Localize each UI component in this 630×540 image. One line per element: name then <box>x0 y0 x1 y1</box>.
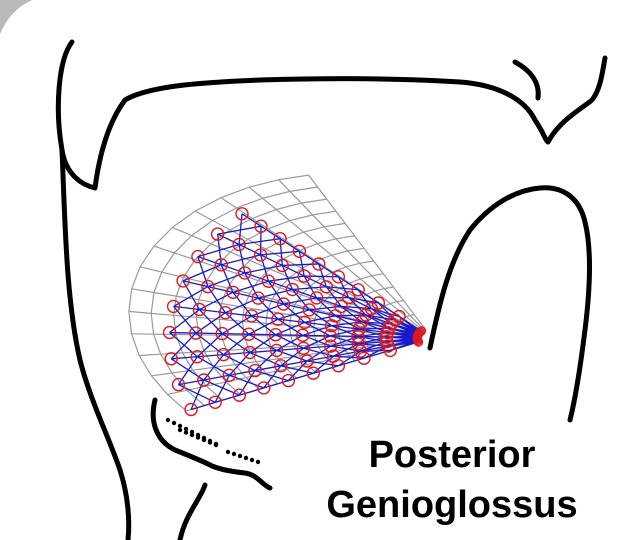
hyoid-dot <box>184 430 188 434</box>
fiber-segment <box>191 380 204 409</box>
velum-contour <box>430 188 590 420</box>
hyoid-dot <box>250 458 254 462</box>
hyoid-dot <box>232 452 236 456</box>
hyoid-dot <box>190 433 194 437</box>
fiber-segment <box>280 239 299 252</box>
fiber-segment <box>299 251 318 264</box>
face-contour <box>62 150 129 540</box>
fiber-segment <box>196 333 222 334</box>
hyoid-dot <box>214 443 218 447</box>
mesh-radial-line <box>139 339 419 356</box>
corner-shade <box>0 0 32 34</box>
hyoid-dot <box>172 421 176 425</box>
hyoid-dot <box>256 460 260 464</box>
fiber-segment <box>303 335 330 336</box>
hyoid-dot <box>178 424 182 428</box>
fiber-segment <box>170 333 196 334</box>
hyoid-dots <box>166 418 260 464</box>
muscle-label-line2: Genioglossus <box>282 480 622 530</box>
palate-contour <box>58 42 605 188</box>
fiber-segment <box>174 306 200 309</box>
hyoid-dot <box>226 450 230 454</box>
hyoid-dot <box>178 428 182 432</box>
hyoid-dot <box>208 440 212 444</box>
fiber-segment <box>249 334 276 335</box>
fiber-segment <box>250 350 277 352</box>
hyoid-dot <box>202 438 206 442</box>
fiber-segment <box>197 355 223 357</box>
fiber-segment <box>330 336 358 337</box>
fiber-segment <box>222 334 249 335</box>
muscle-label: Posterior Genioglossus <box>282 430 622 530</box>
muscle-fibers <box>170 214 422 410</box>
fiber-segment <box>191 402 215 409</box>
hyoid-dot <box>166 418 170 422</box>
nasal-contour <box>515 62 538 98</box>
chin-contour <box>180 485 205 540</box>
fiber-segment <box>258 298 278 319</box>
fiber-segment <box>276 335 303 336</box>
fiber-segment <box>183 281 199 310</box>
muscle-label-line1: Posterior <box>282 430 622 480</box>
fiber-segment <box>199 310 225 313</box>
hyoid-dot <box>238 454 242 458</box>
fiber-segment <box>174 306 196 333</box>
fiber-segment <box>304 276 338 277</box>
hyoid-dot <box>196 435 200 439</box>
hyoid-dot <box>244 456 248 460</box>
